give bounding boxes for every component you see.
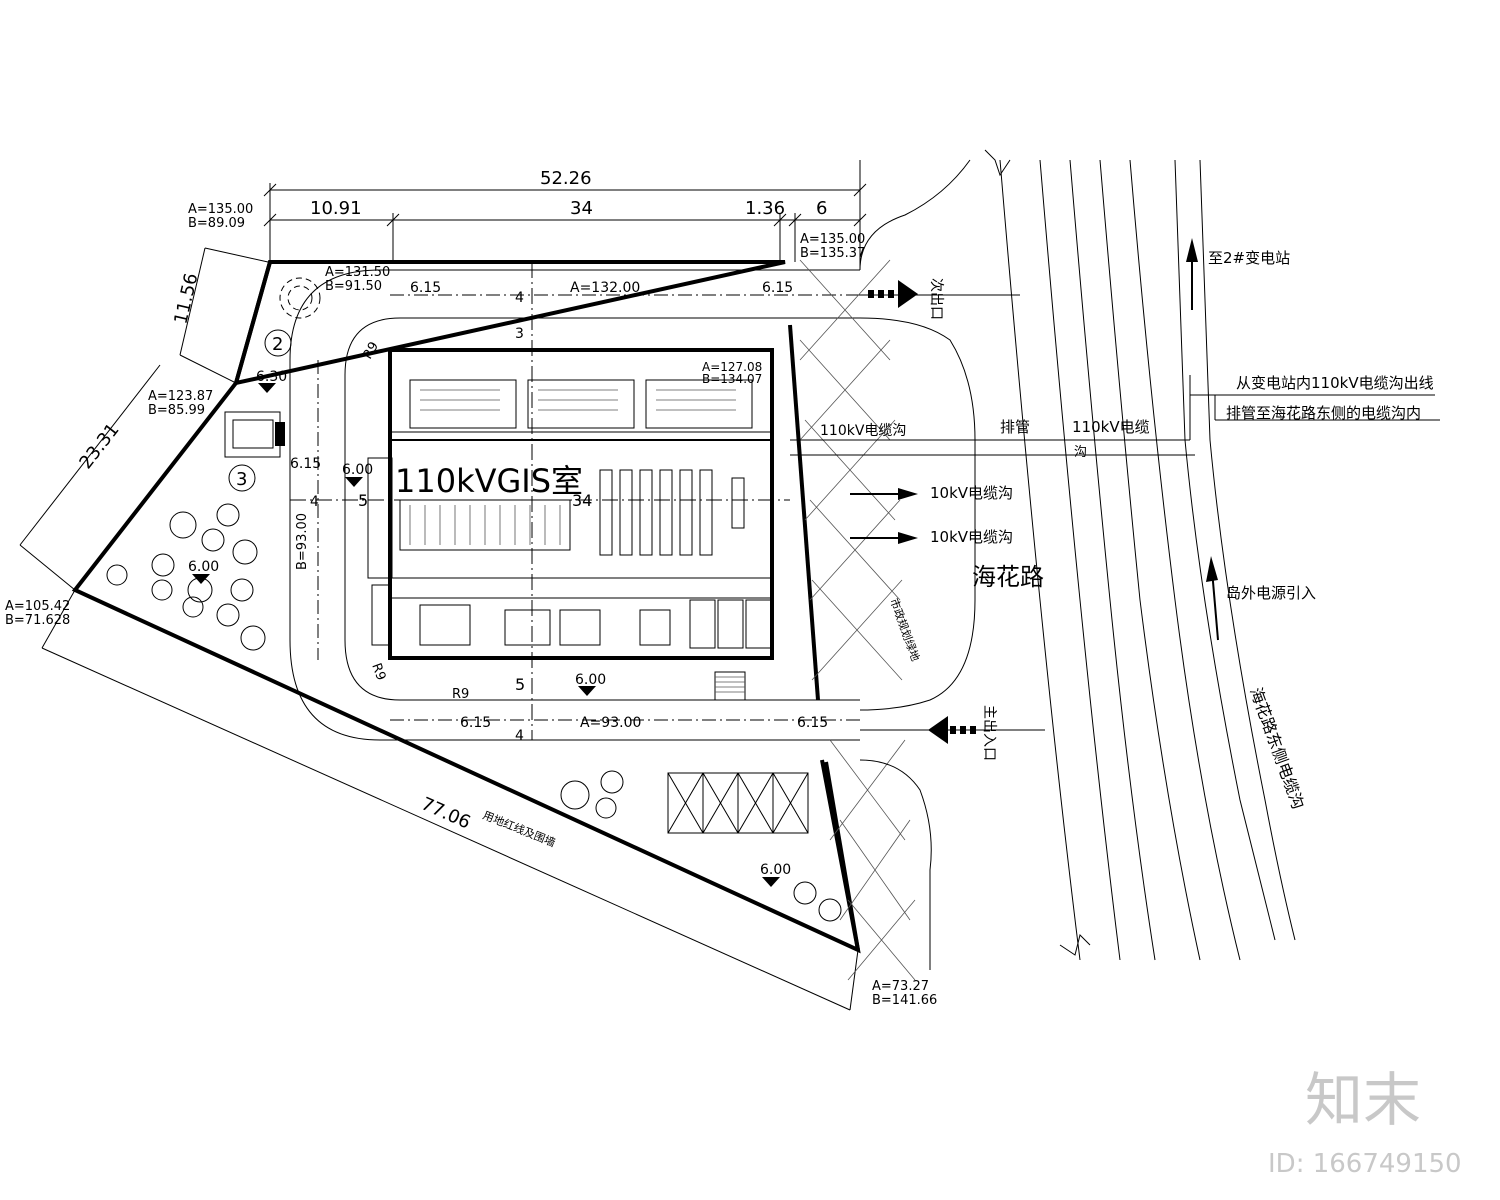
elevation-4: 6.00 [575,672,606,688]
parking-area [667,772,809,834]
haihua-road [859,149,1296,970]
cable-110b-label: 110kV电缆 [1072,418,1150,436]
dim-road-left-width: 4 [310,494,319,510]
radius-a: R9 [360,340,382,362]
red-line-label: 用地红线及围墙 [481,808,558,850]
left-dimension-lines [19,247,859,1011]
radius-b: R9 [368,661,388,682]
ditch-label: 沟 [1074,445,1087,460]
tank-dashed-icon [279,277,321,319]
dim-road-top-left: 6.15 [410,280,441,296]
elevation-marker-2 [345,477,363,487]
east-ditch-label: 海花路东侧电缆沟 [1246,685,1308,812]
watermark-brand: 知末 [1305,1066,1421,1134]
coord-2a: A=135.00 [800,232,865,247]
cable-10kv-arrow-2-icon [850,532,918,544]
dim-left-long: 23.31 [75,420,123,474]
dim-road-top-width: 4 [515,290,524,306]
cable-10a-label: 10kV电缆沟 [930,484,1013,502]
east-wall-upper [788,324,820,701]
marker-2-label: 2 [272,334,283,355]
cable-110-label: 110kV电缆沟 [820,423,906,439]
elevation-5: 6.00 [760,862,791,878]
coord-6a: A=73.27 [872,979,929,994]
coord-7b: B=134.07 [702,372,762,386]
dim-road-bottom-left: 6.15 [460,715,491,731]
dim-top-b: 34 [570,198,593,219]
elevation-2: 6.00 [342,462,373,478]
to-station2-arrow-icon [1186,238,1198,310]
dim-bottom-long: 77.06 [418,793,474,833]
dim-top-d: 6 [816,198,827,219]
cable-out-label-2: 排管至海花路东侧的电缆沟内 [1226,404,1421,422]
coord-3b: B=91.50 [325,279,382,294]
radius-c: R9 [452,687,469,702]
east-wall-lower [824,761,860,951]
ring-road [289,269,860,741]
gis-room-label: 110kVGIS室 [395,462,583,500]
dim-gap-top: 3 [515,326,524,342]
coord-2b: B=135.37 [800,246,865,261]
elevation-3: 6.00 [188,559,219,575]
watermark-id: ID: 166749150 [1268,1149,1462,1179]
marker-3-label: 3 [236,469,247,490]
coord-road-bottom: A=93.00 [580,715,641,731]
dim-road-bottom-width: 4 [515,728,524,744]
dim-road-left: 6.15 [290,456,321,472]
coord-5b: B=71.628 [5,613,70,628]
dim-road-bottom-right: 6.15 [797,715,828,731]
dim-top-c: 1.36 [745,198,785,219]
elevation-1: 6.30 [256,369,287,385]
exit-gate-label: 次出口 [928,278,944,320]
coord-4a: A=123.87 [148,389,213,404]
marker-circle-3 [228,464,256,492]
cable-out-label-1: 从变电站内110kV电缆沟出线 [1236,374,1434,392]
elevation-marker-4 [578,686,596,696]
duct-label: 排管 [1000,418,1030,436]
elevation-marker-5 [762,877,780,887]
road-name-label: 海花路 [972,563,1044,591]
top-dimension-chain [263,183,867,270]
coord-road-top: A=132.00 [570,280,640,296]
coord-6b: B=141.66 [872,993,937,1008]
coord-1b: B=89.09 [188,216,245,231]
elevation-marker-3 [192,574,210,584]
coord-5a: A=105.42 [5,599,70,614]
tree-icons [106,503,842,922]
entry-arrow-icon [928,716,976,744]
transformer-pad-icon [224,411,285,458]
coord-3a: A=131.50 [325,265,390,280]
to-station2-label: 至2#变电站 [1208,249,1290,267]
coord-road-left: B=93.00 [295,513,310,570]
elevation-marker-1 [258,383,276,393]
green-belt-hatch [799,259,916,981]
green-belt-label: 市政规划绿地 [887,596,923,663]
dim-top-total: 52.26 [540,168,592,189]
dim-top-a: 10.91 [310,198,362,219]
dim-road-top-right: 6.15 [762,280,793,296]
coord-4b: B=85.99 [148,403,205,418]
cable-10b-label: 10kV电缆沟 [930,528,1013,546]
coord-1a: A=135.00 [188,202,253,217]
power-in-arrow-icon [1206,556,1219,641]
main-gate-label: 主出入口 [981,705,997,761]
cable-10kv-arrow-1-icon [850,488,918,500]
dim-left-short: 11.56 [170,271,202,326]
main-building [367,348,774,701]
power-in-label: 岛外电源引入 [1226,584,1316,602]
exit-arrow-icon [868,280,918,308]
dim-gap-bottom: 5 [515,675,525,694]
marker-circle-2 [264,329,292,357]
coord-7a: A=127.08 [702,360,762,374]
